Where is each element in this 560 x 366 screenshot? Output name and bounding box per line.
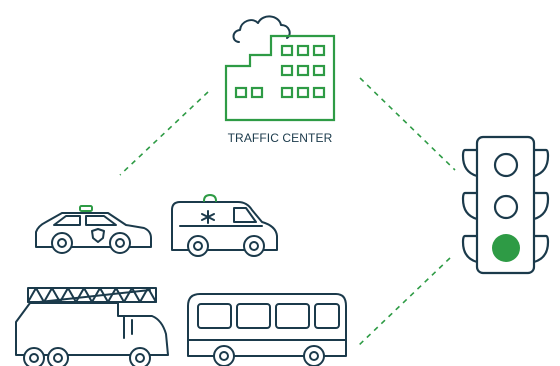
connection-center-to-light	[359, 77, 456, 171]
bus-icon	[187, 293, 347, 366]
traffic-center-label: TRAFFIC CENTER	[227, 131, 333, 145]
traffic-center-icon	[224, 15, 336, 122]
connection-lines	[119, 77, 456, 347]
building-outline	[224, 34, 336, 122]
traffic-light-icon	[461, 135, 550, 275]
police-light-bar	[79, 205, 93, 212]
connection-light-to-vehicles	[357, 257, 451, 347]
light-top	[493, 152, 519, 178]
light-middle	[493, 194, 519, 220]
ambulance-icon	[171, 194, 278, 257]
connection-center-to-vehicles	[119, 91, 209, 176]
police-car-icon	[35, 205, 152, 254]
cloud-icon	[232, 15, 291, 43]
fire-truck-icon	[15, 287, 169, 366]
light-bottom-active	[492, 234, 520, 262]
ambulance-siren	[203, 194, 217, 202]
